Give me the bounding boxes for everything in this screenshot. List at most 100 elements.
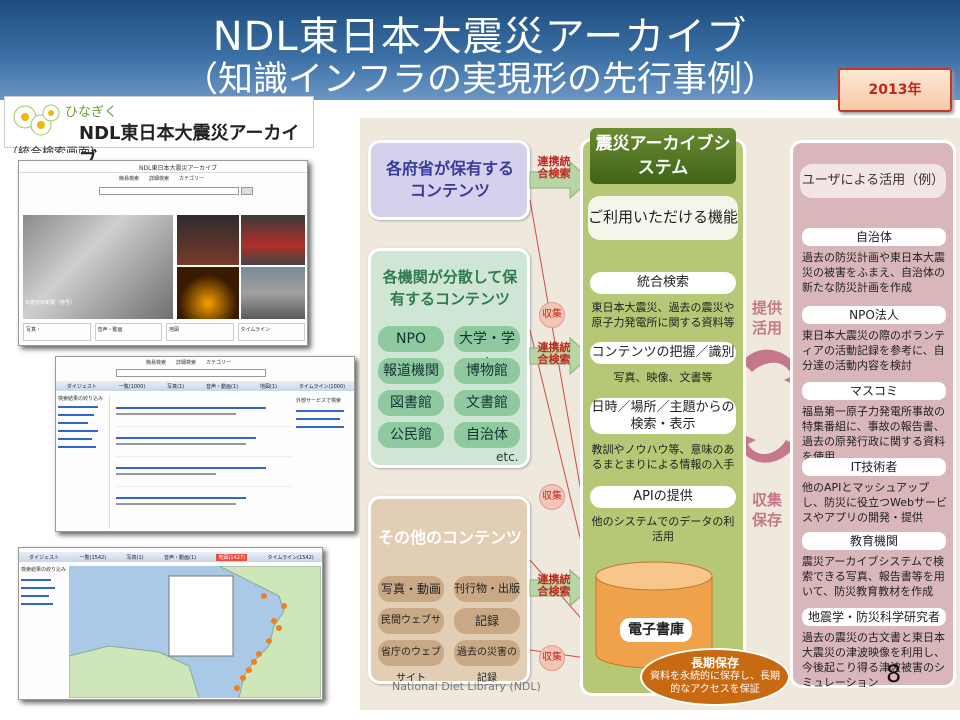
user-education-label: 教育機関 [802,532,946,550]
results-search-input[interactable] [116,369,266,377]
feature-federated-desc: 東日本大震災、過去の震災や原子力発電所に関する資料等 [591,301,735,329]
link-label-3: 連携統合検索 [537,573,571,598]
other-label: その他のコンテンツ [378,528,523,547]
user-municipality-desc: 過去の防災計画や東日本大震災の被害をふまえ、自治体の新たな防災計画を作成 [802,251,945,294]
photo-damaged-truck[interactable] [241,267,305,319]
collect-badge-1: 収集 [539,302,565,328]
ministries-label: 各府省が保有するコンテンツ [385,159,514,200]
features-title: ご利用いただける機能 [588,196,738,240]
tab-advanced-search[interactable]: 詳細検索 [176,360,197,366]
tile-timeline[interactable]: タイムライン [237,323,305,341]
search-screen-caption: （統合検索画面） [6,145,103,153]
tab-category[interactable]: カテゴリー [206,360,232,366]
collect-store-label: 収集保存 [751,491,782,529]
tab-timeline[interactable]: タイムライン(1000) [298,383,346,390]
screenshot-portal: NDL東日本大震災アーカイブ 簡易検索 詳細検索 カテゴリー 石巻日日新聞（特号… [18,160,308,346]
tab-map[interactable]: 地図(1) [259,383,278,390]
longterm-oval [640,648,790,706]
inst-library: 図書館 [378,390,444,416]
result-row[interactable] [116,487,292,517]
result-row[interactable] [116,397,292,427]
daisy-logo-icon [13,104,60,136]
result-list [116,397,292,527]
feature-content-id: コンテンツの把握／識別 [590,342,736,364]
photo-newspaper[interactable] [23,215,173,319]
portal-search-input[interactable] [99,187,239,195]
tab-photos[interactable]: 写真(1) [126,554,144,561]
portal-header: NDL東日本大震災アーカイブ [19,161,307,173]
external-title: 外部サービスで検索 [296,398,342,404]
other-ministry-web: 省庁のウェブサイト [378,640,444,684]
inst-archives: 文書館 [454,390,520,416]
external-services: 外部サービスで検索 [296,397,352,527]
tab-timeline[interactable]: タイムライン(1542) [267,554,314,561]
feature-federated-search: 統合検索 [590,272,736,294]
result-row[interactable] [116,457,292,487]
refine-title: 検索結果の絞り込み [58,396,104,402]
portal-search-button[interactable] [241,187,253,195]
photo-caption: 石巻日日新聞（特号） [25,300,76,306]
tab-audio-video[interactable]: 音声・動画(1) [164,554,197,561]
tile-audio-video[interactable]: 音声・動画 [94,323,162,341]
refine-sidebar: 検索結果の絞り込み [58,395,110,529]
collect-badge-2: 収集 [539,484,565,510]
portal-tabs: 簡易検索 詳細検索 カテゴリー [119,175,239,183]
photo-candles[interactable] [177,267,239,319]
footer-credit: National Diet Library (NDL) [392,680,541,693]
feature-datetime-search: 日時／場所／主題からの検索・表示 [590,398,736,434]
tab-map[interactable]: 地図(1427) [216,553,248,561]
distributed-label: 各機関が分散して保有するコンテンツ [382,268,518,308]
result-row[interactable] [116,427,292,457]
user-npo-desc: 東日本大震災の際のボランティアの活動記録を参考に、自分達の活動内容を検討 [802,329,945,372]
year-badge: 2013年 [838,68,952,112]
portal-tiles: 写真・ 音声・動画 地図 タイムライン [23,323,305,341]
user-it-label: IT技術者 [802,458,946,476]
tab-advanced-search[interactable]: 詳細検索 [149,176,170,182]
link-label-1: 連携統合検索 [537,155,571,180]
ministries-box [368,140,530,220]
user-researcher-label: 地震学・防災科学研究者 [802,608,946,626]
tab-photos[interactable]: 写真(1) [167,383,185,390]
user-municipality-label: 自治体 [802,228,946,246]
page-number: 8 [886,660,902,688]
tab-audio-video[interactable]: 音声・動画(1) [206,383,239,390]
tile-photos[interactable]: 写真・ [23,323,91,341]
map-refine-title: 検索結果の絞り込み [21,567,67,573]
logo-hinagiku: ひなぎく [65,105,118,120]
user-researcher-desc: 過去の震災の古文書と東日本大震災の津波映像を利用し、今後起こり得る津波被害のシミ… [802,631,945,689]
tab-digest[interactable]: ダイジェスト [29,554,60,561]
system-title: 震災アーカイブシステム [590,128,736,184]
map-sidebar: 検索結果の絞り込み [21,566,67,696]
inst-university: 大学・学会 [454,326,520,373]
screenshot-results-list: 簡易検索 詳細検索 カテゴリー ダイジェスト 一覧(1000) 写真(1) 音声… [55,356,355,532]
tile-map[interactable]: 地図 [166,323,234,341]
link-label-2: 連携統合検索 [537,341,571,366]
inst-community-hall: 公民館 [378,422,444,448]
feature-datetime-desc: 教訓やノウハウ等、意味のあるまとまりによる情報の入手 [591,443,735,471]
photo-disaster-2[interactable] [241,215,305,265]
feature-api: APIの提供 [590,486,736,508]
tab-category[interactable]: カテゴリー [179,176,205,182]
tab-list[interactable]: 一覧(1000) [118,383,146,390]
longterm-title: 長期保存 [690,656,739,670]
slide-title: NDL東日本大震災アーカイブ [212,14,748,60]
collect-badge-3: 収集 [539,645,565,671]
user-it-desc: 他のAPIとマッシュアップし、防災に役立つWebサービスやアプリの開発・提供 [802,481,947,524]
tab-list[interactable]: 一覧(1542) [79,554,107,561]
user-media-desc: 福島第一原子力発電所事故の特集番組に、事故の報告書、過去の原発行政に関する資料を… [802,405,945,463]
inst-npo: NPO [378,326,444,352]
inst-museum: 博物館 [454,358,520,384]
photo-disaster-1[interactable] [177,215,239,265]
distributed-etc: etc. [496,450,519,464]
tab-simple-search[interactable]: 簡易検索 [146,360,167,366]
other-past-disasters: 過去の災害の記録 [454,640,520,684]
inst-press: 報道機関 [378,358,444,384]
tab-digest[interactable]: ダイジェスト [66,383,97,390]
inst-municipality: 自治体 [454,422,520,448]
other-records: 記録 [454,608,520,634]
user-education-desc: 震災アーカイブシステムで検索できる写真、報告書等を用いて、防災教育教材を作成 [802,555,945,598]
map-canvas[interactable] [69,566,321,698]
tab-simple-search[interactable]: 簡易検索 [119,176,140,182]
screenshot-map-view: ダイジェスト 一覧(1542) 写真(1) 音声・動画(1) 地図(1427) … [18,547,323,700]
